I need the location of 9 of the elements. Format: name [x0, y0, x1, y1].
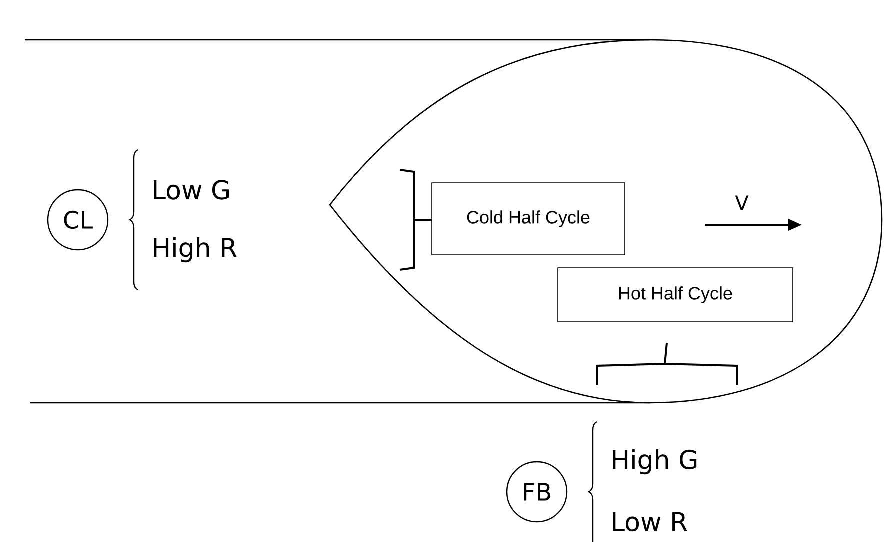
property-text: Low R — [613, 512, 688, 532]
label-box: Hot Half Cycle — [558, 268, 794, 322]
property-text: High G — [613, 449, 697, 475]
circled-label: CL — [47, 189, 109, 251]
property-text: Low G — [154, 180, 230, 200]
circled-label: FB — [506, 461, 568, 523]
velocity-label: V — [735, 196, 749, 210]
label-box: Cold Half Cycle — [432, 182, 626, 256]
property-text: High R — [154, 237, 237, 263]
